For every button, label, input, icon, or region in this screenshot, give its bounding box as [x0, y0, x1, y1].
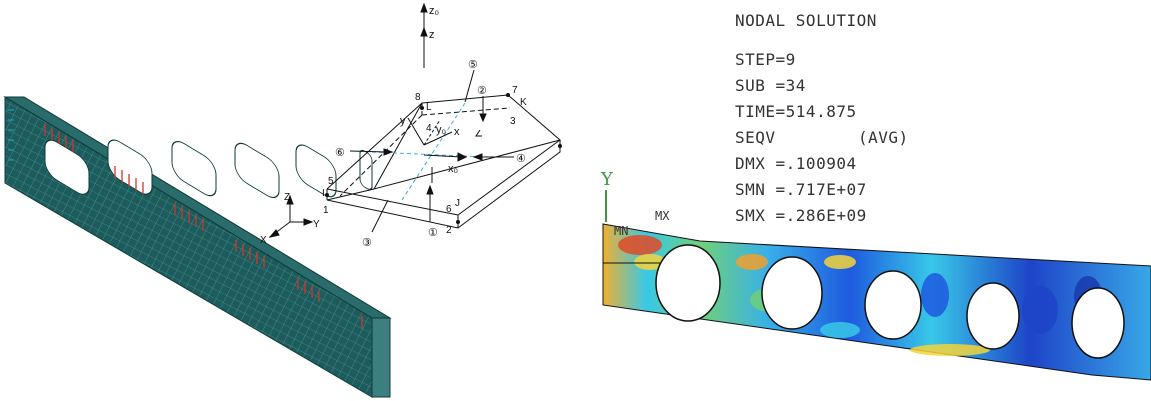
- element-top-edge: [457, 139, 561, 216]
- contour-legend: NODAL SOLUTION STEP=9 SUB =34 TIME=514.8…: [735, 11, 909, 225]
- node-label-7: 7: [512, 85, 518, 96]
- contour-holes: [655, 244, 1125, 359]
- node-label-3: 3: [510, 116, 516, 127]
- face-label-2: ②: [477, 85, 487, 97]
- beam-opening: [171, 140, 217, 197]
- face-label-3: ③: [362, 237, 372, 249]
- triad-x-label: X: [260, 235, 267, 246]
- legend-dmx: DMX =.100904: [735, 154, 857, 173]
- face6-arrowhead: [383, 148, 394, 156]
- contour-y-axis-label: Y: [600, 169, 614, 190]
- node-label-5: 5: [328, 176, 334, 187]
- node-letter-j: J: [455, 198, 460, 209]
- face1-arrowhead: [426, 184, 434, 195]
- node-letter-i: I: [322, 188, 325, 199]
- face4-arrowhead: [472, 153, 483, 161]
- face-label-4: ④: [516, 153, 526, 165]
- contour-bands: [618, 235, 1102, 356]
- hole: [1071, 287, 1125, 359]
- node-label-2: 2: [446, 225, 452, 236]
- legend-time: TIME=514.875: [735, 102, 857, 121]
- load-arrows: [44, 124, 363, 328]
- mn-tag: MN: [614, 224, 628, 238]
- node-label-8: 8: [415, 92, 421, 103]
- node-label-4: 4: [426, 123, 432, 134]
- legend-seqv: SEQV: [735, 128, 776, 147]
- triad-y-label: Y: [313, 219, 320, 230]
- midline: [371, 151, 487, 158]
- beam-end-face: [371, 317, 391, 398]
- node-dots: [325, 93, 562, 224]
- shell-element-diagram: z₀ z x₀ x y y₀: [260, 2, 562, 249]
- load-arrow-group: [297, 278, 320, 302]
- beam-opening: [295, 144, 337, 198]
- z0-arrowhead: [420, 2, 428, 13]
- face3-pointer: [371, 199, 389, 233]
- triad-z-label: Z: [284, 192, 290, 203]
- x-axis: [423, 131, 453, 146]
- face2-arrowhead: [479, 113, 487, 123]
- load-arrow-group: [114, 166, 144, 194]
- node-label-1: 1: [323, 205, 329, 216]
- z0-axis-label: z₀: [429, 5, 439, 17]
- y-axis: [407, 117, 425, 146]
- load-arrow-group: [174, 203, 204, 231]
- load-arrow-group: [235, 240, 265, 268]
- node-label-6: 6: [446, 204, 452, 215]
- face-label-5: ⑤: [468, 59, 478, 71]
- meshed-beam-model: [3, 96, 392, 398]
- x-axis-label: x: [454, 126, 460, 138]
- beam-opening: [234, 142, 280, 199]
- legend-avg: (AVG): [858, 128, 909, 147]
- y-axis-label: y: [400, 115, 406, 127]
- hidden-edge: [339, 114, 423, 197]
- support-markers: [8, 109, 14, 161]
- legend-smx: SMX =.286E+09: [735, 206, 867, 225]
- hole: [864, 270, 922, 340]
- node-labels: 1 2 3 4 5 6 7 8 I L K J: [322, 85, 527, 236]
- hole: [761, 256, 823, 330]
- mx-tag: MX: [655, 209, 670, 223]
- legend-step: STEP=9: [735, 50, 796, 69]
- midline: [401, 102, 466, 201]
- xo-arrowhead: [457, 152, 468, 162]
- element-top-face: [372, 94, 562, 190]
- node-letter-l: L: [426, 102, 432, 113]
- yo-axis-label: y₀: [436, 124, 446, 136]
- z-arrowhead: [420, 26, 428, 37]
- global-axis-triad: Z Y X: [260, 192, 320, 246]
- face-label-1: ①: [428, 227, 438, 239]
- legend-sub: SUB =34: [735, 76, 806, 95]
- beam-opening: [107, 139, 153, 195]
- legend-smn: SMN =.717E+07: [735, 180, 867, 199]
- face6-pointer: [349, 150, 389, 153]
- element-top-edge: [326, 102, 423, 190]
- inner-arrow: [431, 129, 482, 183]
- beam-opening: [44, 139, 90, 195]
- element-top-edge: [326, 188, 459, 216]
- stress-contour-plot: Y MN MX NODAL SOLUTION STEP=9 SUB =34 TI…: [600, 11, 1151, 381]
- face5-pointer: [464, 69, 475, 103]
- beam-opening-partial: [359, 149, 373, 190]
- hole: [655, 244, 721, 322]
- beam-web-mesh: [4, 96, 373, 398]
- hidden-edge: [421, 103, 511, 116]
- beam-openings: [44, 139, 373, 199]
- xo-axis-label: x₀: [448, 163, 458, 175]
- node-letter-k: K: [520, 97, 527, 108]
- load-arrow-group: [44, 124, 74, 152]
- face-label-6: ⑥: [335, 147, 345, 159]
- xo-axis: [423, 154, 463, 158]
- legend-title: NODAL SOLUTION: [735, 11, 877, 30]
- face-labels: ① ② ③ ④ ⑤ ⑥: [335, 59, 526, 249]
- hole: [966, 282, 1020, 350]
- z-axis-label: z: [429, 29, 435, 41]
